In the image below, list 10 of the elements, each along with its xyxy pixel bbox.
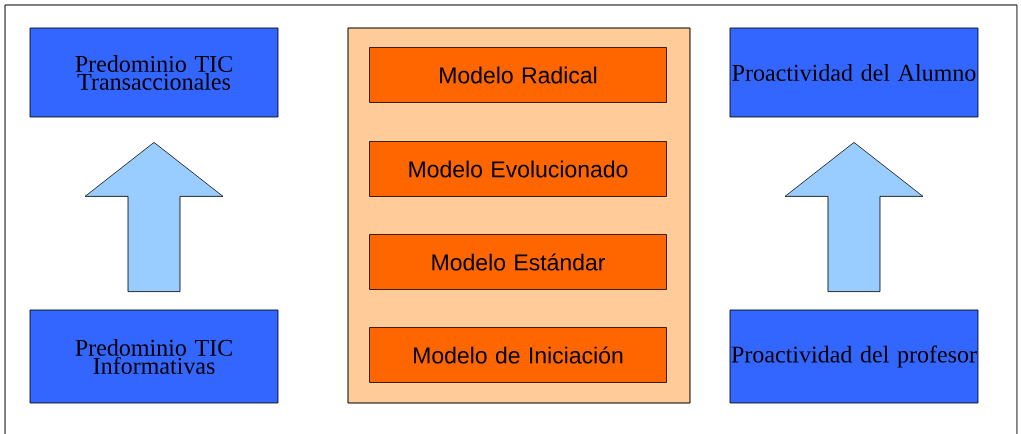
concept-box: Proactividad del Alumno	[729, 27, 979, 118]
block-arrow	[84, 142, 224, 292]
model-box: Modelo Evolucionado	[369, 141, 667, 197]
concept-box: Proactividad del profesor	[729, 309, 979, 404]
model-box: Modelo de Iniciación	[369, 327, 667, 383]
model-box: Modelo Estándar	[369, 234, 667, 290]
concept-box: Predominio TIC Transaccionales	[29, 27, 279, 118]
block-arrow	[784, 142, 924, 292]
concept-box: Predominio TIC Informativas	[29, 309, 279, 404]
model-box: Modelo Radical	[369, 47, 667, 103]
